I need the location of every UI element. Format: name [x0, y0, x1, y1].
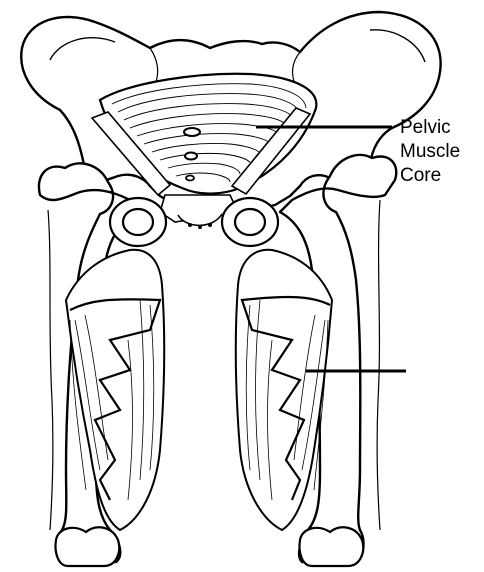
- label-line-1: Pelvic: [400, 116, 460, 140]
- pelvic-core-label: Pelvic Muscle Core: [400, 116, 460, 188]
- label-line-2: Muscle: [400, 140, 460, 164]
- label-line-3: Core: [400, 164, 460, 188]
- right-thigh-muscles: [236, 250, 332, 530]
- knee-condyles: [56, 527, 364, 566]
